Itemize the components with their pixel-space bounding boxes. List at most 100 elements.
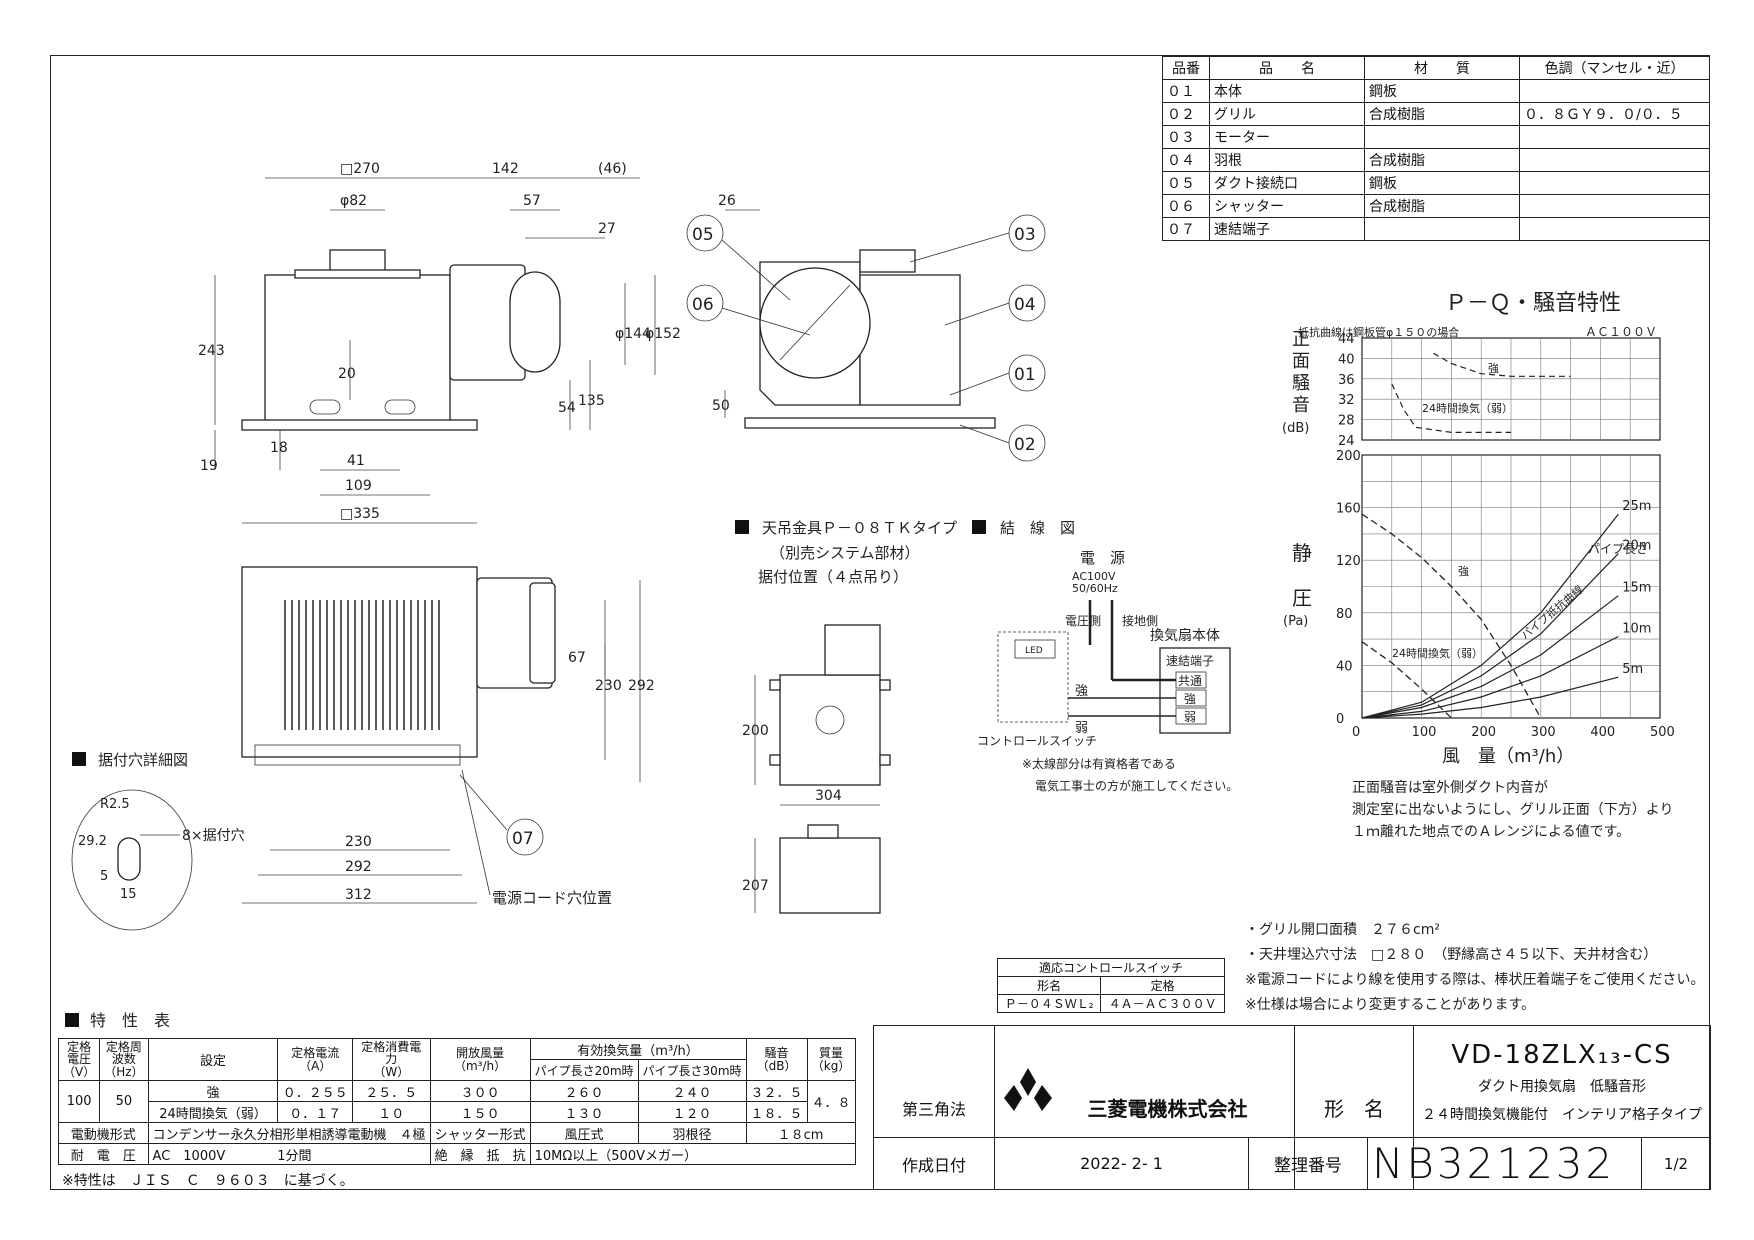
noise-tick-label: 40 xyxy=(1338,352,1355,367)
dim-label: 54 xyxy=(558,400,576,416)
wire-weak-label: 弱 xyxy=(1075,721,1088,736)
callout-07: 07 xyxy=(512,829,534,849)
axis-unit: (dB) xyxy=(1282,421,1309,436)
x-tick-label: 300 xyxy=(1531,725,1556,740)
y-tick-label: 40 xyxy=(1336,659,1353,674)
shutter-dome xyxy=(509,271,561,373)
pq-chart: Ｐ－Ｑ・騒音特性 抵抗曲線は鋼板管φ１５０の場合 ＡＣ１００Ｖ 正 面 騒 音 … xyxy=(1282,291,1675,767)
terminal-strong: 強 xyxy=(1184,692,1196,706)
pq-note: １ｍ離れた地点でのＡレンジによる値です。 xyxy=(1352,823,1630,840)
dim-label: (46) xyxy=(598,161,627,177)
char-footnote: ※特性は ＪＩＳ Ｃ ９６０３ に基づく。 xyxy=(62,1173,354,1189)
series-line xyxy=(1361,513,1542,719)
front-view xyxy=(214,177,656,524)
noise-tick-label: 36 xyxy=(1338,373,1355,388)
cell-voltage: 100 xyxy=(57,1080,101,1123)
grille-louvers xyxy=(284,600,440,730)
power-spec: 50/60Hz xyxy=(1072,582,1118,595)
dim-label: 312 xyxy=(345,887,372,903)
dim-label: 20 xyxy=(338,366,356,382)
series-label-24h: 24時間換気（弱） xyxy=(1392,646,1483,660)
side-view xyxy=(724,209,996,429)
dim-label: 109 xyxy=(345,478,372,494)
noise-line xyxy=(1391,383,1511,433)
insulation-label: 絶 縁 抵 抗 xyxy=(429,1143,531,1165)
callout-02: 02 xyxy=(1014,435,1036,455)
dim-label: □335 xyxy=(340,506,380,522)
wiring-title: 結 線 図 xyxy=(1000,519,1075,537)
ground-side-label: 接地側 xyxy=(1122,613,1158,628)
dim-label: 50 xyxy=(712,398,730,414)
header-effective: 有効換気量（m³/h） xyxy=(529,1038,747,1060)
noise-tick-label: 28 xyxy=(1338,414,1355,429)
part-material xyxy=(1364,217,1520,241)
part-color xyxy=(1519,79,1710,103)
part-material: 合成樹脂 xyxy=(1364,148,1520,172)
y-tick-label: 80 xyxy=(1336,607,1353,622)
dim-label: 207 xyxy=(742,878,769,894)
title-block-bottom: 作成日付 2022- 2- 1 整理番号 NB321232 1/2 xyxy=(873,1137,1711,1190)
dim-label: 67 xyxy=(568,650,586,666)
header-open-flow: 開放風量 （m³/h） xyxy=(429,1038,531,1081)
x-tick-label: 400 xyxy=(1590,725,1615,740)
series-label-strong: 強 xyxy=(1458,565,1469,578)
axis-label: 圧 xyxy=(1292,586,1312,610)
header-mass: 質量 （kg） xyxy=(806,1038,856,1081)
front-view-dim-labels: □270 142 (46) φ82 57 27 243 φ144 φ152 20… xyxy=(198,161,681,522)
hanger-position-label: 据付位置（４点吊り） xyxy=(758,568,908,586)
callout-06: 06 xyxy=(692,295,714,315)
spec-note-cord: ※電源コードにより線を使用する際は、棒状圧着端子をご使用ください。 xyxy=(1245,971,1704,988)
doc-number-label: 整理番号 xyxy=(1248,1137,1368,1190)
part-color xyxy=(1519,217,1710,241)
wiring-note: 電気工事士の方が施工してください。 xyxy=(1035,778,1238,793)
pipe-curve xyxy=(1361,553,1619,719)
part-color xyxy=(1519,148,1710,172)
dim-label: 57 xyxy=(523,193,541,209)
table-row: 100 50 強 ０．２５５ ２５．５ ３００ ２６０ ２４０ ３２．５ ４．８ xyxy=(57,1080,856,1123)
blade-diameter: １８cm xyxy=(745,1122,856,1144)
blade-label: 羽根径 xyxy=(637,1122,747,1144)
part-name: グリル xyxy=(1209,102,1365,126)
dim-label: φ82 xyxy=(340,193,367,209)
pq-note: 正面騒音は室外側ダクト内音が xyxy=(1352,779,1548,796)
cell-p20: １３０ xyxy=(529,1101,639,1123)
callout-01: 01 xyxy=(1014,365,1036,385)
axis-label: 静 xyxy=(1292,541,1312,565)
x-axis-label: 風 量（m³/h） xyxy=(1442,746,1574,767)
cell-p30: １２０ xyxy=(637,1101,747,1123)
withstand-value: AC 1000V 1分間 xyxy=(147,1143,431,1165)
char-table-title: 特 性 表 xyxy=(90,1011,170,1030)
pipe-length-tick: 25m xyxy=(1622,499,1651,514)
slot-left xyxy=(309,399,341,415)
noise-tick-label: 24 xyxy=(1338,434,1355,449)
pipe-length-tick: 10m xyxy=(1622,621,1651,636)
dim-label: φ144 xyxy=(615,326,651,342)
dim-label: 26 xyxy=(718,193,736,209)
switch-model: Ｐ－０４ＳＷＬ₂ xyxy=(996,994,1102,1013)
power-spec: AC100V xyxy=(1072,570,1116,583)
callout-circle xyxy=(686,214,724,252)
dim-label: 200 xyxy=(742,723,769,739)
noise-series-strong: 強 xyxy=(1488,362,1499,375)
callout-03: 03 xyxy=(1014,225,1036,245)
dim-label: φ152 xyxy=(645,326,681,342)
pq-note: 測定室に出ないようにし、グリル正面（下方）より xyxy=(1352,801,1673,818)
part-color: ０．８ＧＹ９．０/０．５ xyxy=(1519,102,1710,126)
withstand-label: 耐 電 圧 xyxy=(58,1143,149,1165)
y-tick-label: 120 xyxy=(1336,554,1361,569)
parts-header-name: 品 名 xyxy=(1209,56,1365,80)
shutter-type: 風圧式 xyxy=(529,1122,639,1144)
cell-open: １５０ xyxy=(429,1101,531,1123)
callout-04: 04 xyxy=(1014,295,1036,315)
series-line xyxy=(1361,641,1452,719)
dim-label: 142 xyxy=(492,161,519,177)
pipe-length-tick: 15m xyxy=(1622,581,1651,596)
